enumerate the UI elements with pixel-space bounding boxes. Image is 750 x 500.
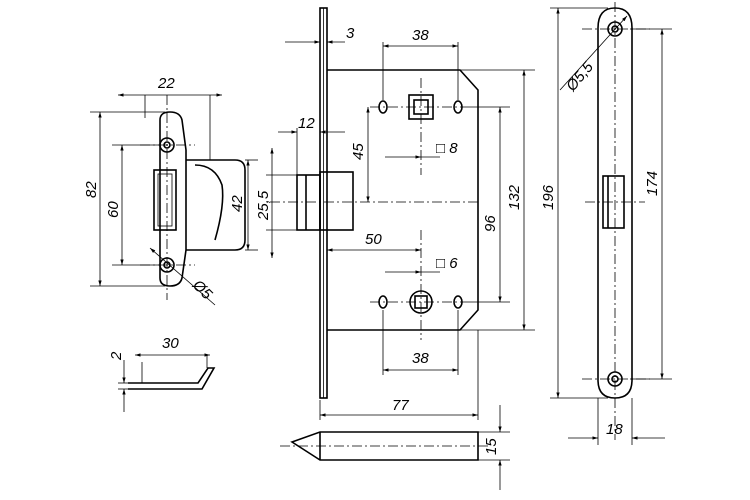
- dim-spindle-spacing-bottom: 38: [412, 350, 429, 367]
- lock-body-view: [270, 7, 479, 399]
- dim-backset: 50: [365, 231, 382, 248]
- dim-latch-height: 25,5: [255, 190, 272, 221]
- dim-spindle-square-top: □ 8: [436, 140, 458, 157]
- dim-latch-width: 15: [483, 438, 500, 455]
- dim-faceplate-height: 196: [540, 184, 557, 210]
- dim-center-distance: 96: [482, 215, 499, 232]
- dim-faceplate-hole-dia: Ø5,5: [562, 58, 597, 95]
- dim-strike-lip-length: 30: [162, 335, 179, 352]
- dim-case-depth: 77: [392, 397, 409, 414]
- dim-latch-offset: 12: [298, 115, 315, 132]
- dim-strike-width: 22: [157, 75, 175, 92]
- dim-strike-hole-dia: Ø5: [188, 276, 215, 303]
- dim-strike-thickness: 2: [108, 351, 125, 361]
- latch-bolt-view: [280, 431, 490, 461]
- dim-spindle-spacing-top: 38: [412, 27, 429, 44]
- dim-spindle-square-bottom: □ 6: [436, 255, 458, 272]
- strike-plate-side-view: [128, 367, 216, 390]
- dim-strike-lip: 42: [229, 195, 246, 212]
- dim-faceplate-hole-spacing: 174: [644, 171, 661, 196]
- dim-case-height: 132: [506, 184, 523, 210]
- dim-spindle-to-latch: 45: [350, 143, 367, 160]
- dim-faceplate-width: 18: [606, 421, 623, 438]
- dim-faceplate-thickness: 3: [346, 25, 355, 42]
- dim-strike-height: 82: [83, 181, 100, 198]
- dim-strike-hole-spacing: 60: [105, 201, 122, 218]
